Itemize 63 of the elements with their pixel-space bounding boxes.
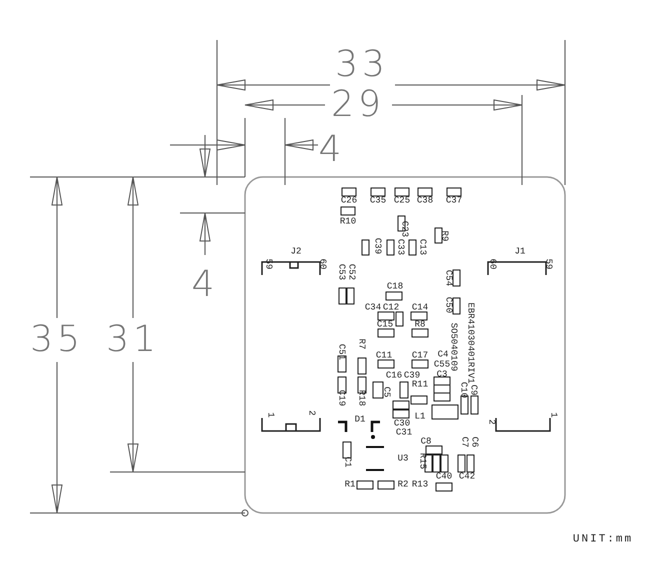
component-designator: C51 [336, 344, 346, 360]
component-designator: R10 [340, 218, 356, 226]
component-designator: C30 [394, 420, 410, 428]
component-designator: L1 [414, 412, 426, 422]
component-designator: C34 [364, 304, 382, 312]
component-designator: C17 [412, 352, 428, 360]
component-designator: C12 [382, 304, 400, 312]
component-designator: J1 [514, 248, 526, 256]
component-designator: U3 [398, 454, 408, 464]
component-designator: C53 [336, 264, 346, 280]
component-designator: C39 [404, 372, 420, 380]
dimension-value: 4 [192, 267, 218, 303]
component-designator: C16 [386, 372, 402, 380]
component-designator: R13 [412, 480, 428, 490]
component-designator: C3 [436, 370, 448, 380]
dimension-value: 33 [335, 47, 389, 83]
component-designator: C38 [416, 196, 434, 206]
component-designator: C14 [412, 304, 428, 312]
component-designator: C11 [376, 352, 392, 360]
component-designator: C52 [346, 264, 356, 280]
component-designator: C35 [370, 196, 386, 206]
component-designator: C19 [336, 390, 346, 406]
dimension-value: 29 [331, 87, 385, 123]
component-designator: C13 [418, 238, 426, 256]
component-designator: C42 [458, 472, 476, 482]
component-designator: 60 [318, 258, 326, 270]
component-designator: C15 [376, 320, 394, 330]
component-designator: R9 [440, 230, 448, 242]
component-designator: C50 [444, 296, 452, 314]
component-designator: C40 [436, 472, 452, 482]
component-designator: C39 [372, 238, 382, 254]
component-designator: R2 [398, 480, 408, 490]
component-designator: 2 [486, 419, 496, 425]
component-designator: C33 [396, 238, 404, 256]
component-designator: C18 [386, 282, 404, 292]
component-designator: C55 [434, 360, 450, 370]
component-designator: D1 [354, 416, 366, 424]
component-designator: R1 [344, 480, 356, 490]
component-designator: C26 [340, 196, 358, 206]
component-designator: C8 [420, 438, 432, 446]
component-designator: EBR41030401RIV1 [466, 302, 474, 384]
component-designator: R8 [414, 320, 426, 330]
dimension-value: 31 [106, 322, 160, 358]
component-designator: C5 [382, 386, 390, 398]
component-designator: 59 [544, 258, 552, 270]
dimension-value: 4 [318, 132, 346, 168]
component-designator: C37 [446, 196, 462, 206]
component-designator: C25 [394, 196, 410, 206]
component-designator: SO5040109 [448, 322, 458, 372]
component-designator: J2 [290, 248, 302, 256]
unit-note: UNIT:mm [572, 534, 634, 546]
dimension-value: 35 [30, 322, 84, 358]
component-designator: 1 [266, 412, 274, 418]
component-designator: C31 [396, 428, 412, 438]
component-designator: R7 [356, 338, 366, 350]
component-designator: 2 [306, 410, 316, 416]
component-designator: 1 [548, 412, 558, 418]
component-designator: C6 [470, 436, 478, 448]
component-designator: C54 [444, 270, 452, 286]
component-designator: C7 [460, 436, 468, 448]
component-designator: R11 [412, 380, 428, 390]
component-designator: C4 [438, 350, 448, 360]
component-designator: C9 [468, 384, 478, 396]
